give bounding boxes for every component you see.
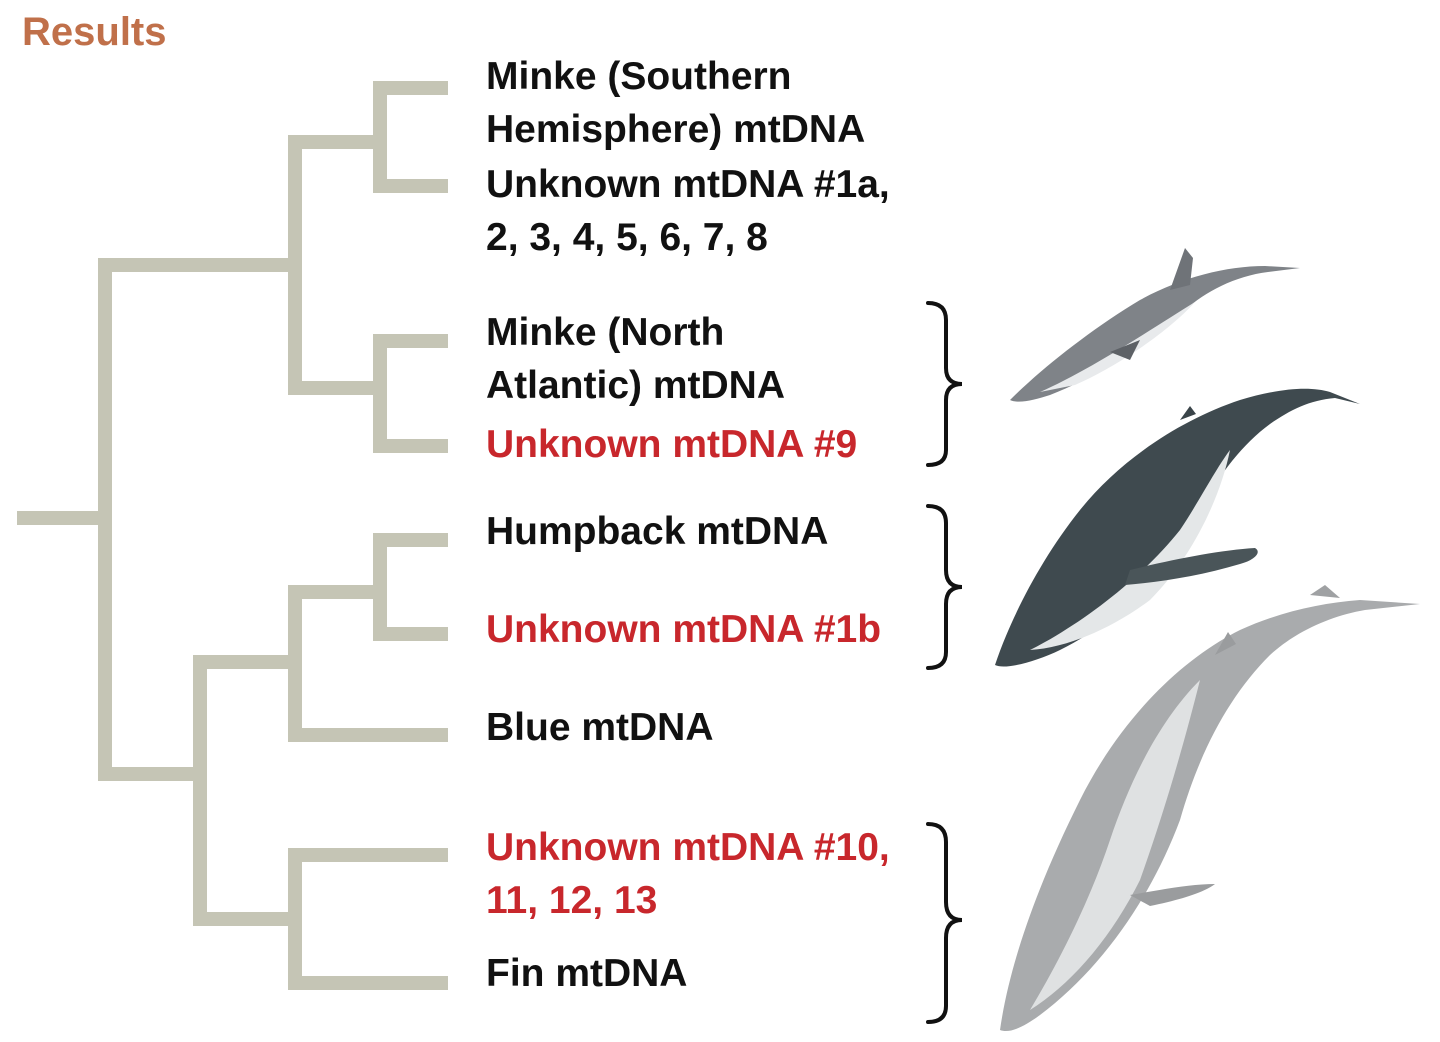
fin-whale-illustration: [1000, 585, 1420, 1032]
label-line: Humpback mtDNA: [486, 510, 829, 553]
leaf-label-minke-southern: Minke (Southern Hemisphere) mtDNA: [486, 50, 865, 156]
minke-north-node: [373, 334, 448, 453]
label-line: Unknown mtDNA #1a,: [486, 163, 890, 206]
leaf-label-minke-north-atlantic: Minke (North Atlantic) mtDNA: [486, 306, 785, 412]
bracket-fin: [926, 822, 963, 1024]
minke-clade-branch: [288, 135, 380, 395]
leaf-label-unknown-1a-8: Unknown mtDNA #1a, 2, 3, 4, 5, 6, 7, 8: [486, 158, 890, 264]
label-line: Unknown mtDNA #1b: [486, 608, 882, 651]
bracket-minke: [926, 301, 963, 467]
label-line: Hemisphere) mtDNA: [486, 108, 866, 151]
leaf-label-unknown-9: Unknown mtDNA #9: [486, 418, 857, 471]
humpback-blue-branch: [288, 585, 448, 742]
group-brackets: [926, 301, 963, 1024]
bracket-humpback: [926, 504, 963, 670]
leaf-label-humpback: Humpback mtDNA: [486, 505, 828, 558]
label-line: Blue mtDNA: [486, 706, 714, 749]
leaf-label-fin: Fin mtDNA: [486, 947, 687, 1000]
label-line: Unknown mtDNA #9: [486, 423, 858, 466]
leaf-label-unknown-1b: Unknown mtDNA #1b: [486, 603, 881, 656]
fin-node: [288, 848, 448, 990]
minke-whale-illustration: [1010, 248, 1300, 402]
label-line: 2, 3, 4, 5, 6, 7, 8: [486, 216, 768, 259]
label-line: Minke (North: [486, 311, 725, 354]
leaf-label-blue: Blue mtDNA: [486, 701, 714, 754]
lower-clade-branch: [193, 655, 295, 926]
humpback-whale-illustration: [995, 388, 1360, 667]
humpback-node: [373, 533, 448, 641]
label-line: Minke (Southern: [486, 55, 792, 98]
label-line: Fin mtDNA: [486, 952, 688, 995]
label-line: Unknown mtDNA #10,: [486, 826, 890, 869]
leaf-label-unknown-10-13: Unknown mtDNA #10, 11, 12, 13: [486, 821, 890, 927]
results-heading: Results: [22, 10, 167, 54]
tree-branches: [17, 81, 448, 990]
label-line: 11, 12, 13: [486, 879, 658, 922]
label-line: Atlantic) mtDNA: [486, 364, 785, 407]
minke-southern-node: [373, 81, 448, 193]
root-split: [98, 258, 295, 781]
